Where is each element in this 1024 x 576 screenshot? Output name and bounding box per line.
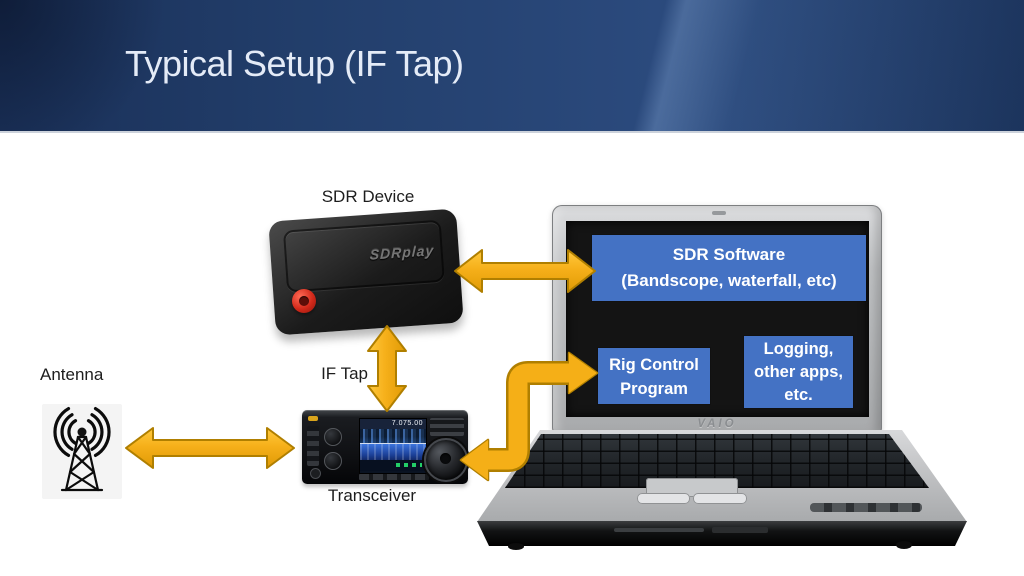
radio-tower-icon (53, 407, 111, 492)
vaio-logo: VAIO (697, 418, 737, 430)
right-button-grid (430, 418, 464, 436)
optical-drive-slot (614, 528, 704, 532)
rig-control-box: Rig Control Program (598, 348, 710, 404)
sdr-device-body: SDRplay (268, 208, 464, 336)
waterfall-display (360, 444, 426, 460)
laptop-foot-right (896, 541, 912, 549)
bandscope-display (360, 429, 426, 444)
antenna-label: Antenna (40, 365, 104, 384)
bottom-button-row (359, 474, 429, 480)
laptop-touchpad (646, 478, 738, 497)
sdr-device-label: SDR Device (321, 187, 415, 206)
sdr-software-line1: SDR Software (672, 245, 786, 264)
transceiver-screen: 7.075.00 (359, 418, 427, 474)
logging-box: Logging, other apps, etc. (744, 336, 853, 408)
logging-line2: other apps, (754, 363, 843, 381)
page-title: Typical Setup (IF Tap) (125, 43, 464, 84)
laptop-foot-left (508, 543, 524, 550)
rig-control-line1: Rig Control (609, 356, 699, 374)
logging-line1: Logging, (763, 340, 834, 358)
volume-knob-icon (324, 452, 342, 470)
touchpad-button-left (637, 493, 690, 504)
gain-knob-icon (324, 428, 342, 446)
laptop-front-edge (477, 521, 967, 546)
laptop-status-strip (810, 503, 922, 512)
antenna-icon (42, 404, 122, 499)
arrow-antenna-transceiver (125, 427, 295, 469)
slide-header: Typical Setup (IF Tap) (0, 0, 1024, 133)
touchpad-button-right (693, 493, 747, 504)
laptop-latch (712, 211, 726, 215)
rig-control-line2: Program (620, 380, 688, 398)
sma-connector-icon (292, 289, 316, 313)
sdr-software-line2: (Bandscope, waterfall, etc) (621, 271, 837, 290)
left-button-column (307, 426, 319, 466)
tuning-knob-icon (424, 438, 468, 482)
logging-line3: etc. (784, 386, 813, 404)
power-button (308, 416, 318, 421)
sdr-software-box: SDR Software (Bandscope, waterfall, etc) (592, 235, 866, 301)
transceiver-image: 7.075.00 (302, 410, 468, 484)
sdr-device-image: SDRplay (268, 208, 466, 339)
mic-jack-icon (310, 468, 321, 479)
screen-menu-bar (360, 460, 426, 471)
frequency-readout: 7.075.00 (360, 419, 426, 429)
if-tap-label: IF Tap (321, 364, 368, 383)
transceiver-label: Transceiver (327, 486, 417, 505)
front-connector (712, 527, 768, 533)
